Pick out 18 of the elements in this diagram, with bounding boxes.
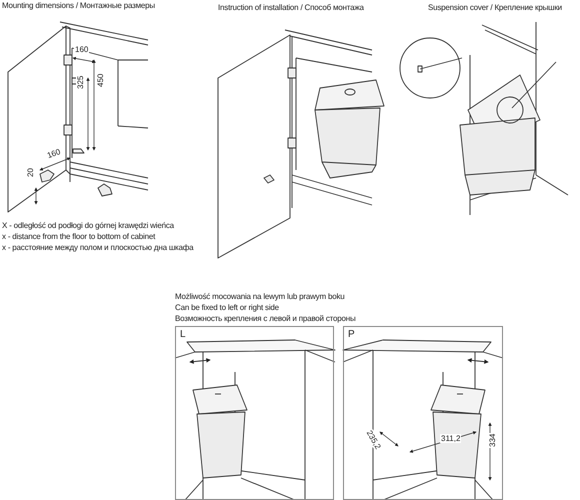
section-title: Instruction of installation / Способ монтажа <box>218 2 364 13</box>
caption-text: Możliwość mocowania na lewym lub prawym boku <box>175 291 344 302</box>
dimension-label: 450 <box>96 72 105 88</box>
caption-text: Возможность крепления с левой и правой стороны <box>175 313 356 324</box>
dimension-label: 325 <box>76 74 85 90</box>
dimension-label: 20 <box>26 167 35 178</box>
dimension-label: 160 <box>45 146 62 160</box>
note-text: x - distance from the floor to bottom of cabinet <box>2 231 156 242</box>
note-text: x - расстояние между полом и плоскостью дна шкафа <box>2 242 194 253</box>
dimension-label: 334 <box>488 432 497 448</box>
panel-letter: L <box>180 329 186 340</box>
dimension-label: 311,2 <box>440 434 462 443</box>
section-title: Mounting dimensions / Монтажные размеры <box>2 0 155 11</box>
note-text: X - odległość od podłogi do górnej krawędzi wieńca <box>2 220 174 231</box>
caption-text: Can be fixed to left or right side <box>175 302 279 313</box>
panel-letter: P <box>348 329 355 340</box>
section-title: Suspension cover / Крепление крышки <box>428 2 562 13</box>
dimension-label: 160 <box>74 45 90 54</box>
